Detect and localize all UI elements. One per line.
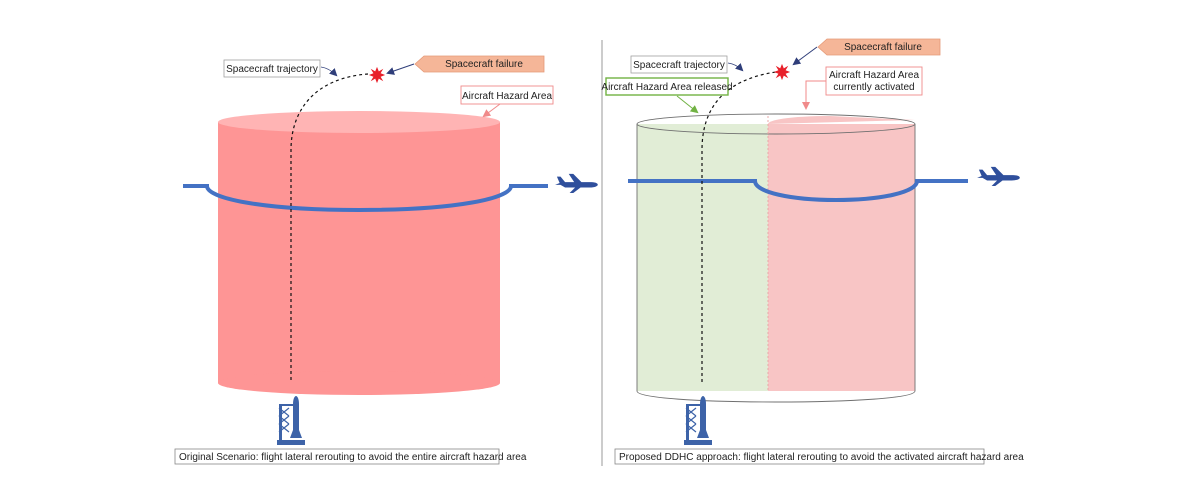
right-released-label: Aircraft Hazard Area released	[601, 82, 732, 93]
right-flight-path	[628, 179, 968, 203]
left-flight-path	[183, 184, 548, 213]
right-activated-callout: Aircraft Hazard Area currently activated	[802, 66, 923, 110]
right-failure-label: Spacecraft failure	[844, 42, 922, 53]
left-spacecraft-trajectory	[290, 73, 369, 380]
rocket-launch-tower-icon	[276, 396, 306, 446]
left-panel: Spacecraft trajectory Spacecraft failure…	[174, 55, 598, 465]
spacecraft-failure-burst-icon	[368, 66, 386, 84]
right-activated-hazard-area	[768, 116, 915, 391]
right-caption: Proposed DDHC approach: flight lateral r…	[614, 448, 1024, 465]
airplane-icon	[555, 173, 598, 193]
left-hazard-callout: Aircraft Hazard Area	[460, 85, 554, 118]
right-released-callout: Aircraft Hazard Area released	[601, 77, 733, 114]
right-hazard-cylinder-outline	[636, 113, 916, 403]
left-caption-text: Original Scenario: flight lateral rerout…	[179, 452, 527, 463]
right-failure-callout: Spacecraft failure	[792, 38, 941, 66]
right-trajectory-label: Spacecraft trajectory	[633, 60, 725, 71]
right-caption-text: Proposed DDHC approach: flight lateral r…	[619, 452, 1024, 463]
right-released-hazard-area	[637, 124, 768, 391]
left-caption: Original Scenario: flight lateral rerout…	[174, 448, 527, 465]
rocket-launch-tower-icon	[683, 396, 713, 446]
right-activated-label-line2: currently activated	[833, 82, 914, 93]
airplane-icon	[977, 166, 1020, 186]
right-activated-label-line1: Aircraft Hazard Area	[829, 70, 919, 81]
left-failure-label: Spacecraft failure	[445, 59, 523, 70]
left-failure-callout: Spacecraft failure	[386, 55, 545, 75]
spacecraft-failure-burst-icon	[773, 63, 791, 81]
right-trajectory-callout: Spacecraft trajectory	[630, 55, 744, 74]
left-hazard-label: Aircraft Hazard Area	[462, 91, 552, 102]
left-trajectory-label: Spacecraft trajectory	[226, 64, 318, 75]
left-hazard-cylinder	[218, 111, 500, 395]
right-panel: Spacecraft trajectory Spacecraft failure…	[601, 38, 1024, 465]
right-spacecraft-trajectory	[701, 71, 777, 382]
left-trajectory-callout: Spacecraft trajectory	[223, 59, 338, 78]
